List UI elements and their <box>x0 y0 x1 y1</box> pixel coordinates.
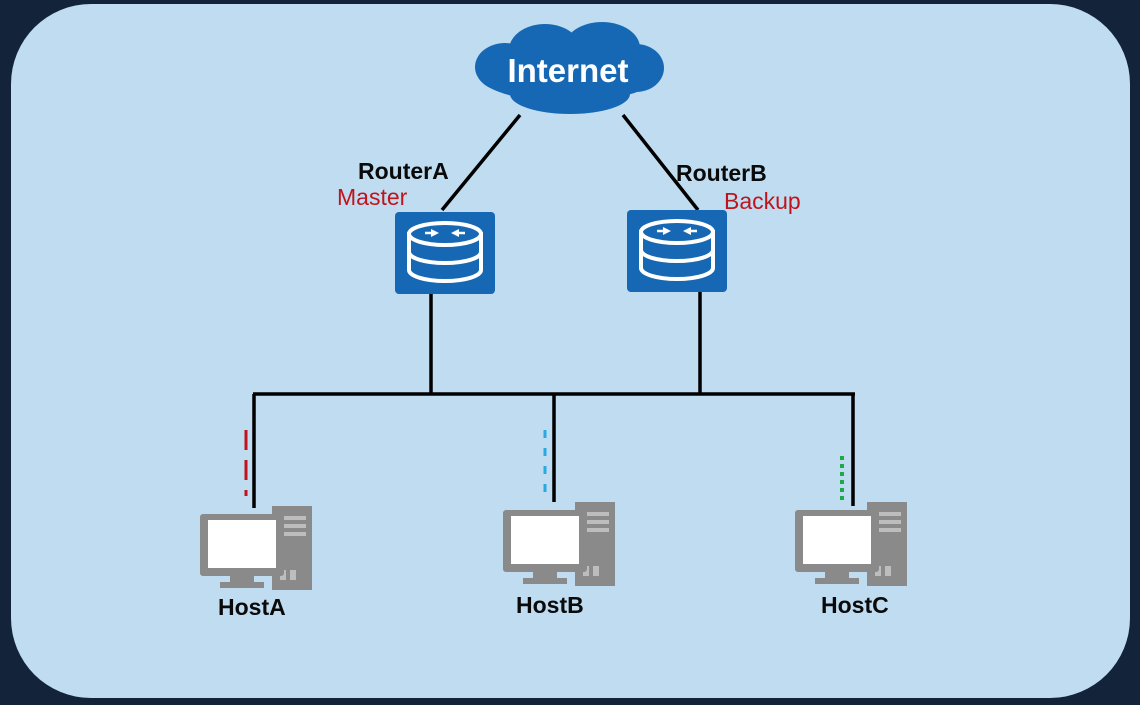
pc-icon <box>795 502 907 586</box>
hostA-name: HostA <box>218 594 286 620</box>
internet-cloud-icon: Internet <box>475 22 664 114</box>
hostC-name: HostC <box>821 592 889 618</box>
diagram-background <box>11 4 1130 698</box>
router-icon <box>393 210 497 296</box>
link-internet-routerA <box>440 113 522 212</box>
routerB-role: Backup <box>724 188 801 214</box>
routerA-name: RouterA <box>358 158 449 184</box>
routerB-name: RouterB <box>676 160 767 186</box>
pc-icon <box>503 502 615 586</box>
router-icon <box>625 208 729 294</box>
routerA-role: Master <box>337 184 408 210</box>
hostB-name: HostB <box>516 592 584 618</box>
internet-label: Internet <box>507 52 628 89</box>
link-internet-routerB <box>621 113 700 212</box>
pc-icon <box>200 506 312 590</box>
